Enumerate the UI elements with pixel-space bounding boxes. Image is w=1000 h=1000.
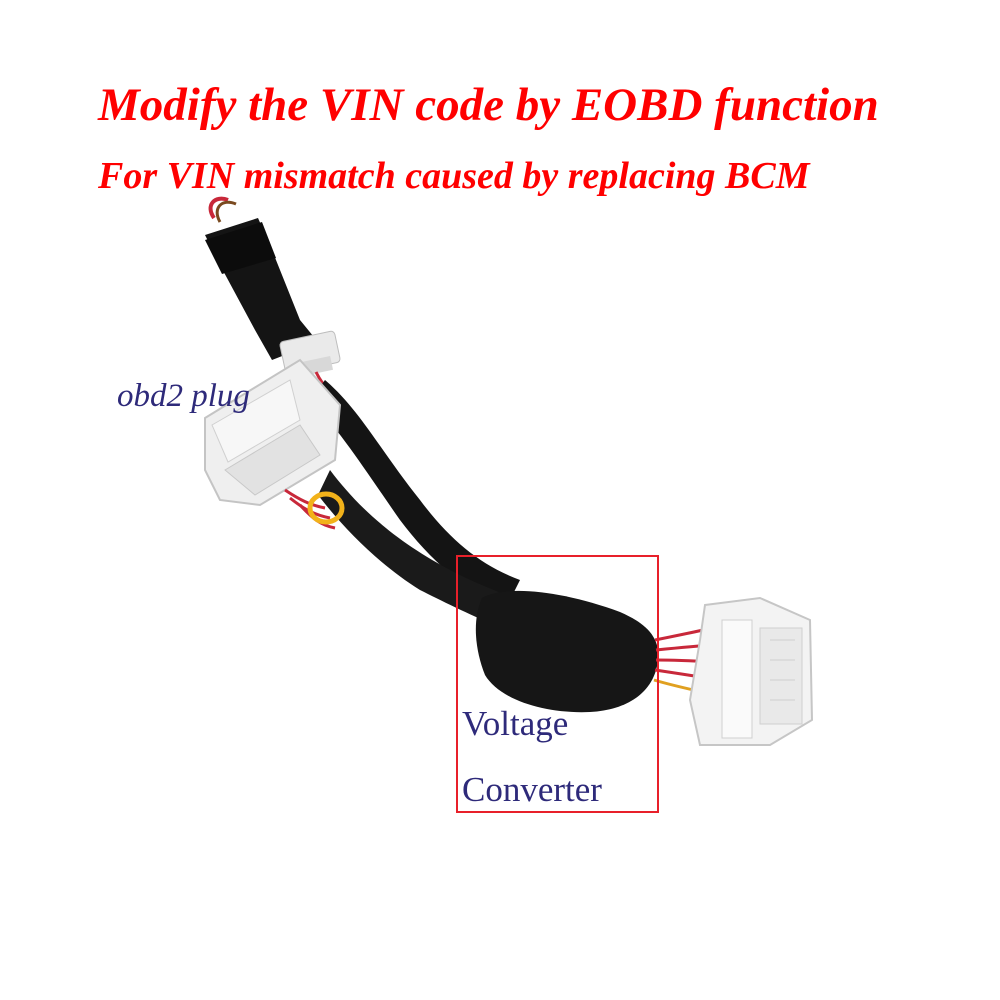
lower-cable xyxy=(318,470,505,625)
top-heatshrink xyxy=(205,222,276,274)
subheadline: For VIN mismatch caused by replacing BCM xyxy=(98,155,810,197)
top-wires xyxy=(208,196,237,223)
converter-housing xyxy=(475,590,659,713)
output-connector xyxy=(688,596,814,746)
obd-plug-label: obd2 plug xyxy=(117,378,250,414)
obd-plug-wires xyxy=(284,488,345,530)
converter-highlight-box xyxy=(456,555,659,813)
obd-plug-connector xyxy=(204,358,342,507)
upper-cable xyxy=(310,380,520,610)
converter-label-line2: Converter xyxy=(462,770,602,809)
converter-label-line1: Voltage xyxy=(462,704,569,743)
headline: Modify the VIN code by EOBD function xyxy=(98,79,879,131)
